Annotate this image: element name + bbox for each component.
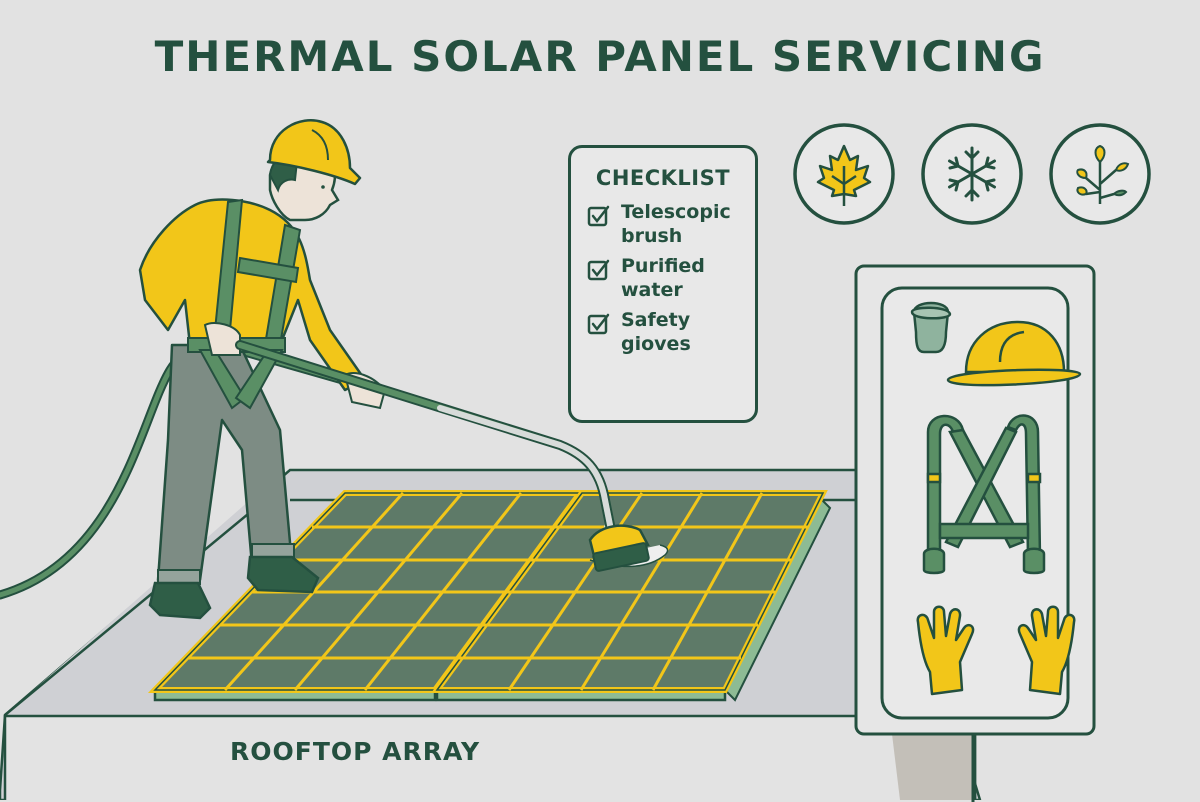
checklist-item-label: Purified water: [621, 255, 705, 301]
gloves-icon: [916, 605, 1076, 696]
hard-hat-icon: [946, 320, 1082, 387]
equipment-board: [854, 264, 1096, 802]
sprout-icon: [1049, 123, 1151, 225]
maple-leaf-icon: [793, 123, 895, 225]
page-title: THERMAL SOLAR PANEL SERVICING: [154, 32, 1046, 81]
checklist-item-label: Safety gioves: [621, 309, 691, 355]
checklist-card: CHECKLIST Telescopic brush Purified wate…: [568, 145, 758, 423]
checklist-item[interactable]: Telescopic brush: [587, 200, 755, 248]
solar-panel-array: [147, 490, 832, 702]
checklist-item[interactable]: Safety gioves: [587, 308, 755, 356]
checklist-item-label: Telescopic brush: [621, 201, 731, 247]
worker-figure: [138, 119, 650, 620]
checklist-heading: CHECKLIST: [595, 166, 731, 190]
goggles-icon: [910, 301, 952, 354]
checkbox-checked-icon: [587, 259, 610, 281]
checkbox-checked-icon: [587, 313, 610, 335]
checklist-item[interactable]: Purified water: [587, 254, 755, 302]
snowflake-icon: [921, 123, 1023, 225]
rooftop-array-label: ROOFTOP ARRAY: [230, 737, 481, 766]
safety-harness-icon: [922, 414, 1046, 575]
checkbox-checked-icon: [587, 205, 610, 227]
